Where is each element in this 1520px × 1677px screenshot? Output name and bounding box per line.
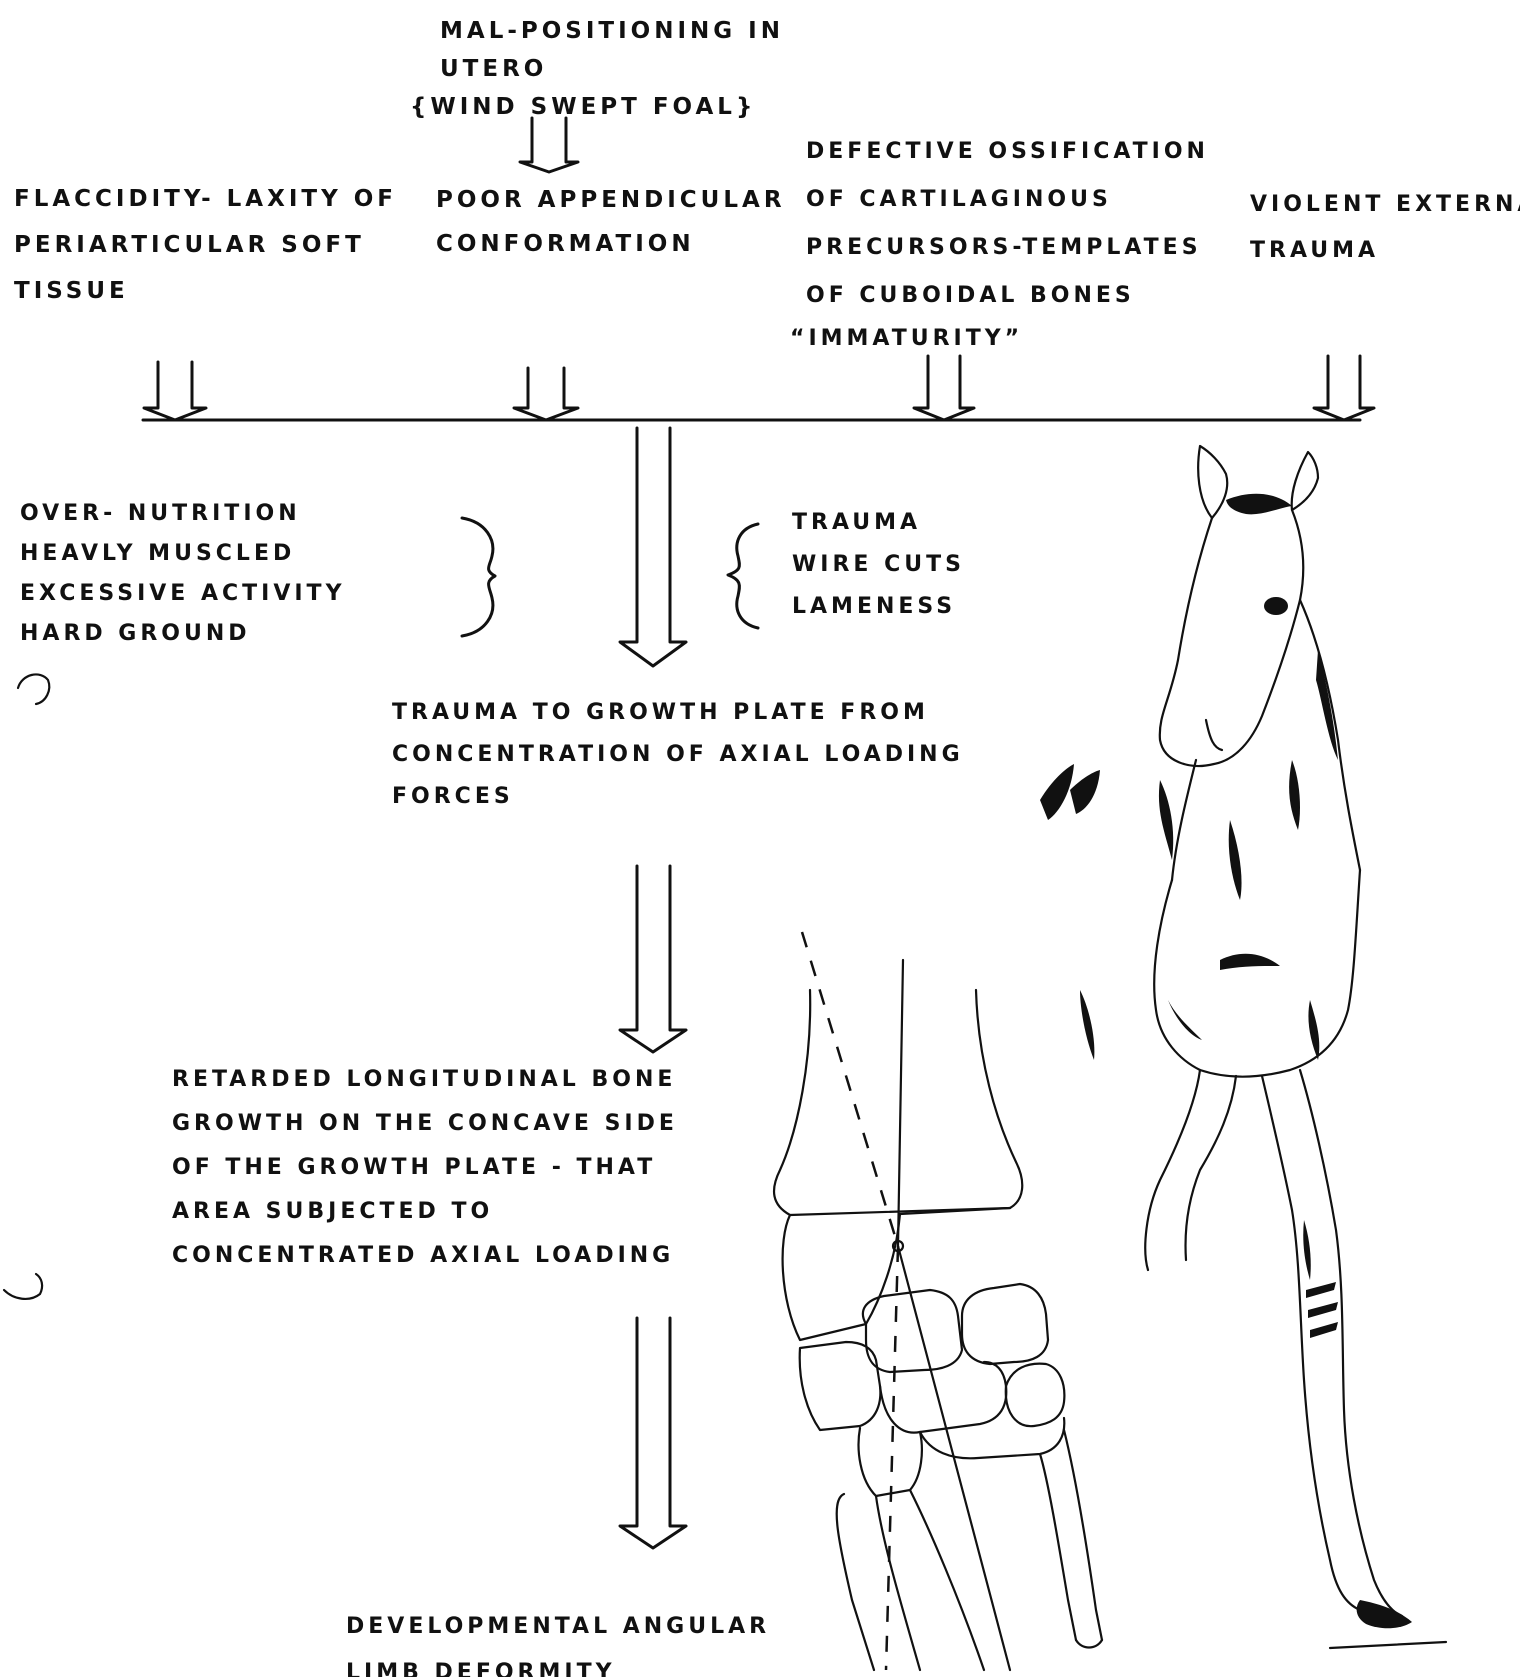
brace-left	[728, 524, 758, 628]
carpus-bone-illustration	[774, 932, 1102, 1670]
arrow-retarded-to-outcome	[620, 1318, 686, 1548]
contributing-factors-left: OVER- NUTRITION HEAVLY MUSCLED EXCESSIVE…	[20, 494, 346, 654]
cause-flaccidity: FLACCIDITY- LAXITY OF PERIARTICULAR SOFT…	[14, 176, 397, 314]
arrow-ossification-down	[914, 356, 974, 420]
arrow-malpositioning-to-conformation	[520, 118, 578, 172]
outcome-angular-limb-deformity: DEVELOPMENTAL ANGULAR LIMB DEFORMITY	[346, 1604, 770, 1677]
cause-violent-trauma: VIOLENT EXTERNAL TRAUMA	[1250, 182, 1520, 274]
arrow-bar-to-trauma-stage	[620, 428, 686, 666]
cause-malpositioning: MAL-POSITIONING IN UTERO {WIND SWEPT FOA…	[440, 12, 784, 126]
cause-poor-conformation: POOR APPENDICULAR CONFORMATION	[436, 178, 786, 266]
foal-illustration	[1040, 446, 1446, 1648]
arrow-trauma-down	[1314, 356, 1374, 420]
arrow-conformation-down	[514, 368, 578, 420]
arrow-trauma-to-retarded	[620, 866, 686, 1052]
cause-defective-ossification: DEFECTIVE OSSIFICATION OF CARTILAGINOUS …	[806, 128, 1209, 358]
stage-retarded-growth: RETARDED LONGITUDINAL BONE GROWTH ON THE…	[172, 1058, 678, 1278]
stage-trauma-growth-plate: TRAUMA TO GROWTH PLATE FROM CONCENTRATIO…	[392, 692, 964, 818]
contributing-factors-right: TRAUMA WIRE CUTS LAMENESS	[792, 502, 965, 628]
margin-mark-1	[18, 674, 49, 704]
arrow-flaccidity-down	[144, 362, 206, 420]
margin-mark-2	[4, 1274, 42, 1299]
brace-right	[462, 518, 495, 636]
